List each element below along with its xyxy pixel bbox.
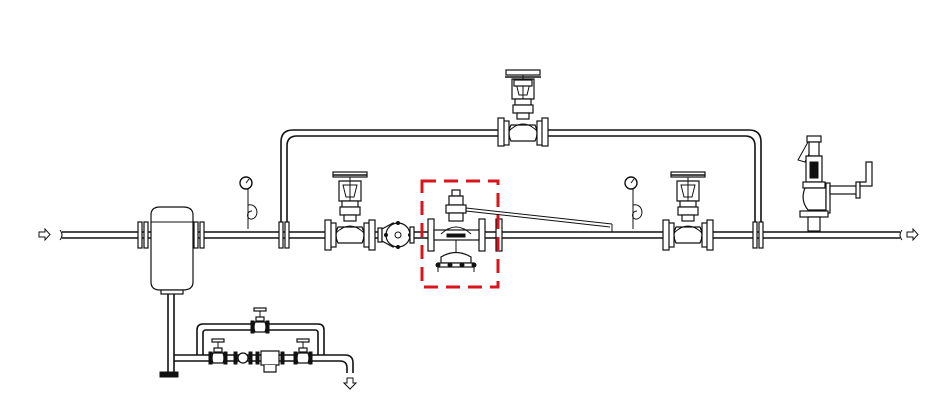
bypass-globe-valve [497, 69, 549, 147]
steam-separator [137, 206, 205, 295]
bypass-tee-flange-left [278, 221, 290, 249]
outlet-arrow-icon [906, 227, 919, 242]
bypass-tee-flange-right [752, 221, 764, 249]
sensing-line [465, 207, 613, 232]
upstream-isolation-valve [324, 171, 376, 251]
steam-trap [255, 350, 285, 373]
pressure-reducing-valve [427, 189, 503, 272]
drain-strainer [233, 351, 253, 365]
main-strainer [377, 221, 415, 249]
upstream-pressure-gauge [239, 176, 258, 230]
downstream-isolation-valve [662, 171, 714, 251]
drain-outlet-valve [293, 338, 313, 365]
drain-arrow-icon [342, 377, 358, 390]
safety-relief-valve [797, 135, 873, 232]
downstream-pressure-gauge [624, 176, 643, 230]
trap-bypass-valve [250, 307, 270, 334]
drain-inlet-valve [208, 338, 228, 365]
pressure-reducing-valve-highlight [420, 179, 500, 289]
inlet-arrow-icon [38, 227, 51, 242]
